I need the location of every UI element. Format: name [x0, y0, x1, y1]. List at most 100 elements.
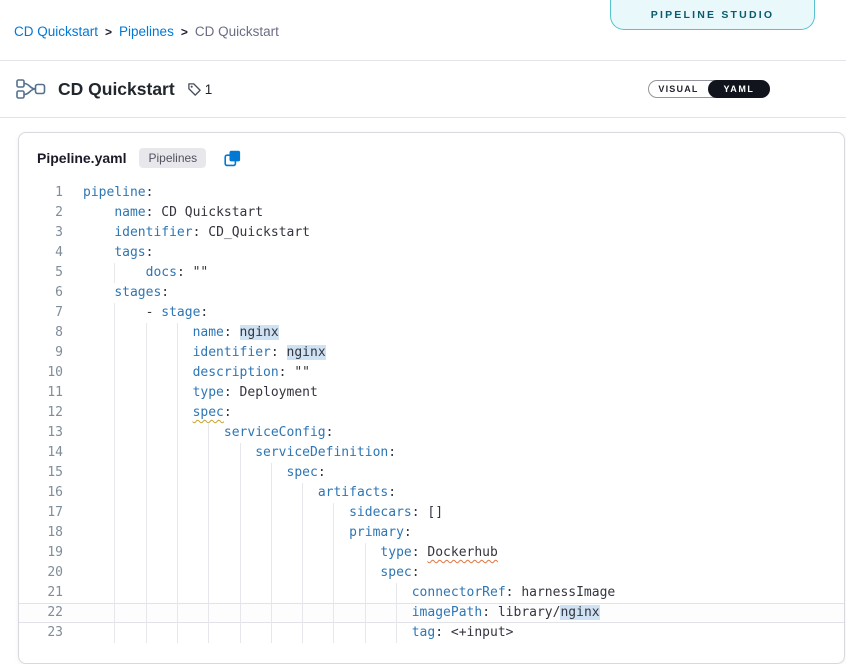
yaml-key: spec [286, 465, 318, 480]
line-number[interactable]: 17 [47, 505, 63, 520]
line-number[interactable]: 8 [55, 325, 63, 340]
indent-guide [114, 603, 116, 623]
line-number[interactable]: 5 [55, 265, 63, 280]
indent-guide [145, 343, 147, 363]
indent-guide [208, 563, 210, 583]
yaml-token: : [192, 225, 209, 240]
indent-guide [145, 483, 147, 503]
code-line[interactable]: 19 type: Dockerhub [19, 543, 844, 563]
line-number[interactable]: 2 [55, 205, 63, 220]
visual-yaml-toggle[interactable]: VISUAL YAML [648, 80, 770, 98]
code-line[interactable]: 18 primary: [19, 523, 844, 543]
yaml-token: : [505, 585, 522, 600]
yaml-token: : [411, 565, 420, 580]
line-number[interactable]: 21 [47, 585, 63, 600]
code-line[interactable]: 3 identifier: CD_Quickstart [19, 223, 844, 243]
indent-guide [270, 543, 272, 563]
indent-guide [114, 523, 116, 543]
line-number[interactable]: 1 [55, 185, 63, 200]
code-line[interactable]: 7 - stage: [19, 303, 844, 323]
indent-guide [176, 343, 178, 363]
line-number[interactable]: 15 [47, 465, 63, 480]
indent-guide [239, 523, 241, 543]
pipeline-studio-tab: PIPELINE STUDIO [610, 0, 815, 30]
yaml-token: "" [294, 365, 310, 380]
indent-guide [114, 563, 116, 583]
breadcrumb-pipelines-link[interactable]: Pipelines [119, 24, 174, 39]
indent-guide [239, 463, 241, 483]
line-number[interactable]: 9 [55, 345, 63, 360]
indent-guide [396, 583, 398, 603]
yaml-key: docs [145, 265, 177, 280]
code-line[interactable]: 12 spec: [19, 403, 844, 423]
code-line[interactable]: 23 tag: <+input> [19, 623, 844, 643]
code-line[interactable]: 21 connectorRef: harnessImage [19, 583, 844, 603]
line-number[interactable]: 23 [47, 625, 63, 640]
code-line[interactable]: 5 docs: "" [19, 263, 844, 283]
copy-icon [223, 149, 242, 168]
indent-guide [270, 463, 272, 483]
code-line[interactable]: 9 identifier: nginx [19, 343, 844, 363]
yaml-token: : [200, 305, 209, 320]
line-number[interactable]: 11 [47, 385, 63, 400]
code-content: docs: "" [63, 263, 844, 283]
line-number[interactable]: 7 [55, 305, 63, 320]
indent-guide [176, 383, 178, 403]
line-number[interactable]: 14 [47, 445, 63, 460]
code-content: stages: [63, 283, 844, 303]
breadcrumb-current: CD Quickstart [194, 24, 279, 39]
code-content: serviceDefinition: [63, 443, 844, 463]
indent-guide [114, 503, 116, 523]
line-number[interactable]: 13 [47, 425, 63, 440]
indent-guide [114, 343, 116, 363]
indent-guide [333, 503, 335, 523]
toggle-visual-option[interactable]: VISUAL [658, 84, 699, 94]
code-line[interactable]: 11 type: Deployment [19, 383, 844, 403]
line-number[interactable]: 10 [47, 365, 63, 380]
breadcrumb-project-link[interactable]: CD Quickstart [14, 24, 99, 39]
code-line[interactable]: 17 sidecars: [] [19, 503, 844, 523]
line-number[interactable]: 20 [47, 565, 63, 580]
line-number[interactable]: 16 [47, 485, 63, 500]
indent-guide [176, 623, 178, 643]
line-number[interactable]: 19 [47, 545, 63, 560]
code-line[interactable]: 10 description: "" [19, 363, 844, 383]
indent-guide [333, 583, 335, 603]
line-number[interactable]: 6 [55, 285, 63, 300]
yaml-token: : [223, 325, 240, 340]
indent-guide [145, 563, 147, 583]
code-line[interactable]: 2 name: CD Quickstart [19, 203, 844, 223]
indent-guide [114, 543, 116, 563]
indent-guide [114, 403, 116, 423]
indent-guide [302, 623, 304, 643]
code-line[interactable]: 20 spec: [19, 563, 844, 583]
code-content: type: Deployment [63, 383, 844, 403]
yaml-key: tag [411, 625, 436, 640]
code-content: artifacts: [63, 483, 844, 503]
indent-guide [145, 383, 147, 403]
code-line[interactable]: 16 artifacts: [19, 483, 844, 503]
line-number[interactable]: 18 [47, 525, 63, 540]
indent-guide [208, 583, 210, 603]
line-number[interactable]: 12 [47, 405, 63, 420]
yaml-token: : [325, 425, 334, 440]
line-number[interactable]: 22 [47, 605, 63, 620]
yaml-token: library/ [497, 605, 561, 620]
indent-guide [114, 383, 116, 403]
code-content: primary: [63, 523, 844, 543]
code-line[interactable]: 14 serviceDefinition: [19, 443, 844, 463]
code-content: identifier: CD_Quickstart [63, 223, 844, 243]
code-line[interactable]: 6 stages: [19, 283, 844, 303]
line-number[interactable]: 3 [55, 225, 63, 240]
code-line[interactable]: 15 spec: [19, 463, 844, 483]
line-number[interactable]: 4 [55, 245, 63, 260]
code-line[interactable]: 13 serviceConfig: [19, 423, 844, 443]
code-line-current[interactable]: 22 imagePath: library/nginx [19, 603, 844, 623]
copy-yaml-button[interactable] [223, 149, 242, 168]
code-line[interactable]: 4 tags: [19, 243, 844, 263]
toggle-yaml-option[interactable]: YAML [708, 80, 770, 98]
code-line[interactable]: 8 name: nginx [19, 323, 844, 343]
code-content: spec: [63, 463, 844, 483]
